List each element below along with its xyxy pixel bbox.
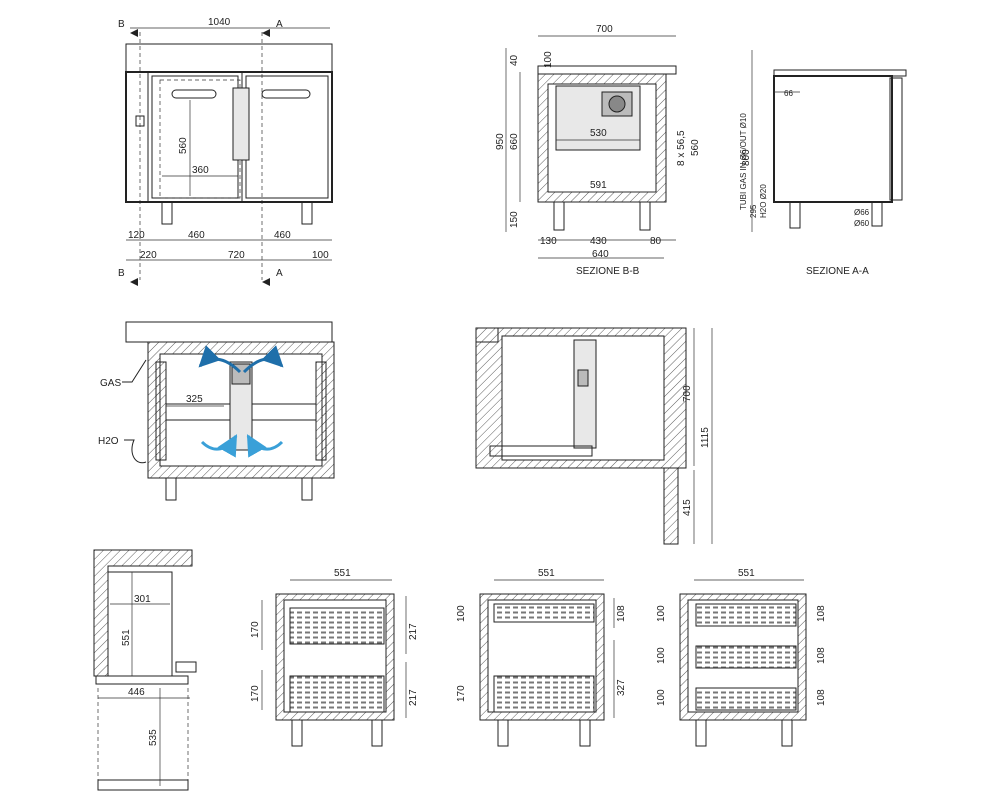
front-dim-100: 100: [312, 250, 329, 261]
mixed-right-108: 108: [616, 605, 627, 622]
front-shelf-width: 360: [192, 165, 209, 176]
bb-dim-430: 430: [590, 236, 607, 247]
front-cabinet: [125, 71, 333, 203]
three-width: 551: [738, 568, 755, 579]
three-drawer-1: [695, 603, 797, 627]
bb-top-100: 100: [543, 51, 554, 68]
cut-a-bottom-label: A: [276, 268, 283, 279]
three-drawer-3: [695, 687, 797, 711]
aa-cabinet-body: [773, 75, 893, 203]
drawer-mixed-view: 551 100 170 108 327: [456, 568, 627, 747]
bb-dim-130: 130: [540, 236, 557, 247]
aa-caption: SEZIONE A-A: [806, 266, 869, 277]
drawer-two-view: 551 170 170 217 217: [250, 568, 419, 747]
cut-a-top-label: A: [276, 19, 283, 30]
front-right-handle: [261, 89, 311, 99]
drawer-plan-wall: [93, 549, 193, 677]
front-inner-height: 560: [178, 137, 189, 154]
bb-top-40: 40: [509, 54, 520, 66]
mixed-drawer-top: [493, 603, 595, 623]
two-left-170-bottom: 170: [250, 685, 261, 702]
door-fan-unit: [573, 339, 597, 449]
bb-height-660: 660: [509, 133, 520, 150]
drawer-three-view: 551 100 100 100 108 108 108: [656, 568, 827, 747]
two-width: 551: [334, 568, 351, 579]
front-left-handle: [171, 89, 217, 99]
front-overall-width: 1040: [208, 17, 231, 28]
bb-overall-depth: 700: [596, 24, 613, 35]
plan-dim-551: 551: [121, 629, 132, 646]
front-dim-460-left: 460: [188, 230, 205, 241]
bb-dim-640: 640: [592, 249, 609, 260]
front-leg-left: [161, 201, 173, 225]
three-right-108-a: 108: [816, 605, 827, 622]
three-right-108-b: 108: [816, 647, 827, 664]
bb-bottom-150: 150: [509, 211, 520, 228]
three-drawer-2: [695, 645, 797, 669]
front-view: 1040 B A 560 360 120 460 460 220 720 100…: [118, 17, 333, 286]
mixed-width: 551: [538, 568, 555, 579]
plan-dim-446: 446: [128, 687, 145, 698]
two-drawer-top: [289, 607, 385, 645]
front-worktop: [125, 43, 333, 73]
airflow-dim-325: 325: [186, 394, 203, 405]
door-dim-700: 700: [682, 385, 693, 402]
three-left-100-c: 100: [656, 689, 667, 706]
aa-dia-66: Ø66: [854, 208, 870, 217]
bb-height-950: 950: [495, 133, 506, 150]
three-left-100-a: 100: [656, 605, 667, 622]
aa-dim-800: 800: [741, 149, 752, 166]
mixed-drawer-bottom: [493, 675, 595, 713]
front-dim-220: 220: [140, 250, 157, 261]
front-dim-120: 120: [128, 230, 145, 241]
mixed-right-327: 327: [616, 679, 627, 696]
bb-dim-80: 80: [650, 236, 662, 247]
airflow-gas-label: GAS: [100, 378, 121, 389]
three-right-108-c: 108: [816, 689, 827, 706]
two-drawer-bottom: [289, 675, 385, 713]
front-dim-460-right: 460: [274, 230, 291, 241]
aa-dia-60: Ø60: [854, 219, 870, 228]
mixed-left-170: 170: [456, 685, 467, 702]
airflow-h2o-label: H2O: [98, 436, 119, 447]
section-bb: 700 950 660 40 100 150 530 591 8 x 56,5 …: [495, 24, 701, 277]
plan-dim-301: 301: [134, 594, 151, 605]
cut-b-top-label: B: [118, 19, 125, 30]
door-swing-view: 700 415 1115: [475, 327, 713, 545]
three-cabinet-wall: [679, 593, 807, 721]
door-panel-open: [663, 467, 679, 545]
door-dim-1115: 1115: [700, 427, 711, 448]
section-aa: 800 TUBI GAS IN Ø6/OUT Ø10 295 H2O Ø20 6…: [739, 50, 907, 277]
plan-dim-535: 535: [148, 729, 159, 746]
bb-pitch: 8 x 56,5: [676, 130, 687, 166]
two-cabinet-wall: [275, 593, 395, 721]
two-right-217-top: 217: [408, 623, 419, 640]
cut-b-bottom-label: B: [118, 268, 125, 279]
bb-dim-530: 530: [590, 128, 607, 139]
airflow-view: 325 GAS H2O: [98, 321, 335, 501]
aa-dim-295: 295: [749, 204, 758, 218]
bb-dim-591: 591: [590, 180, 607, 191]
mixed-left-100: 100: [456, 605, 467, 622]
front-leg-right: [301, 201, 313, 225]
bb-dim-560: 560: [690, 139, 701, 156]
two-right-217-bottom: 217: [408, 689, 419, 706]
drawer-plan-view: 301 551 446 535: [93, 549, 197, 791]
door-dim-415: 415: [682, 499, 693, 516]
front-fan-unit: [232, 87, 250, 161]
two-left-170-top: 170: [250, 621, 261, 638]
aa-dim-66: 66: [784, 89, 793, 98]
aa-h2o-label: H2O Ø20: [759, 184, 768, 218]
aa-tubes-label: TUBI GAS IN Ø6/OUT Ø10: [739, 113, 748, 210]
three-left-100-b: 100: [656, 647, 667, 664]
mixed-cabinet-wall: [479, 593, 605, 721]
bb-caption: SEZIONE B-B: [576, 266, 640, 277]
front-dim-720: 720: [228, 250, 245, 261]
